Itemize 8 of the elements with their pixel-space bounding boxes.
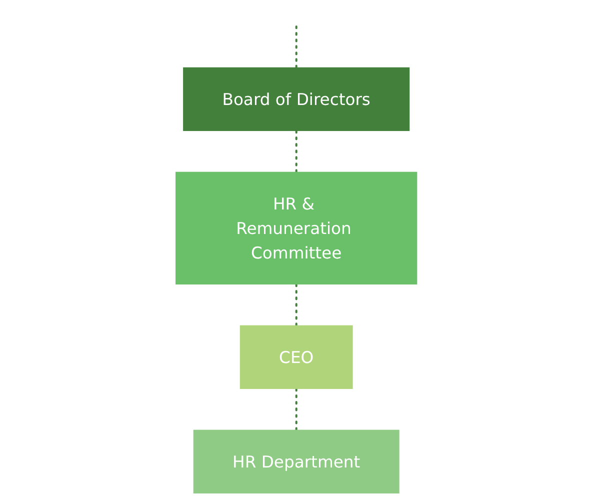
connector [295,26,298,68]
node-box: HR & Remuneration Committee [176,172,418,284]
node-box: CEO [240,325,353,389]
connector [295,388,298,431]
connector [295,283,298,326]
node-box: Board of Directors [183,67,410,132]
connector [295,130,298,173]
node-box: HR Department [194,430,400,494]
